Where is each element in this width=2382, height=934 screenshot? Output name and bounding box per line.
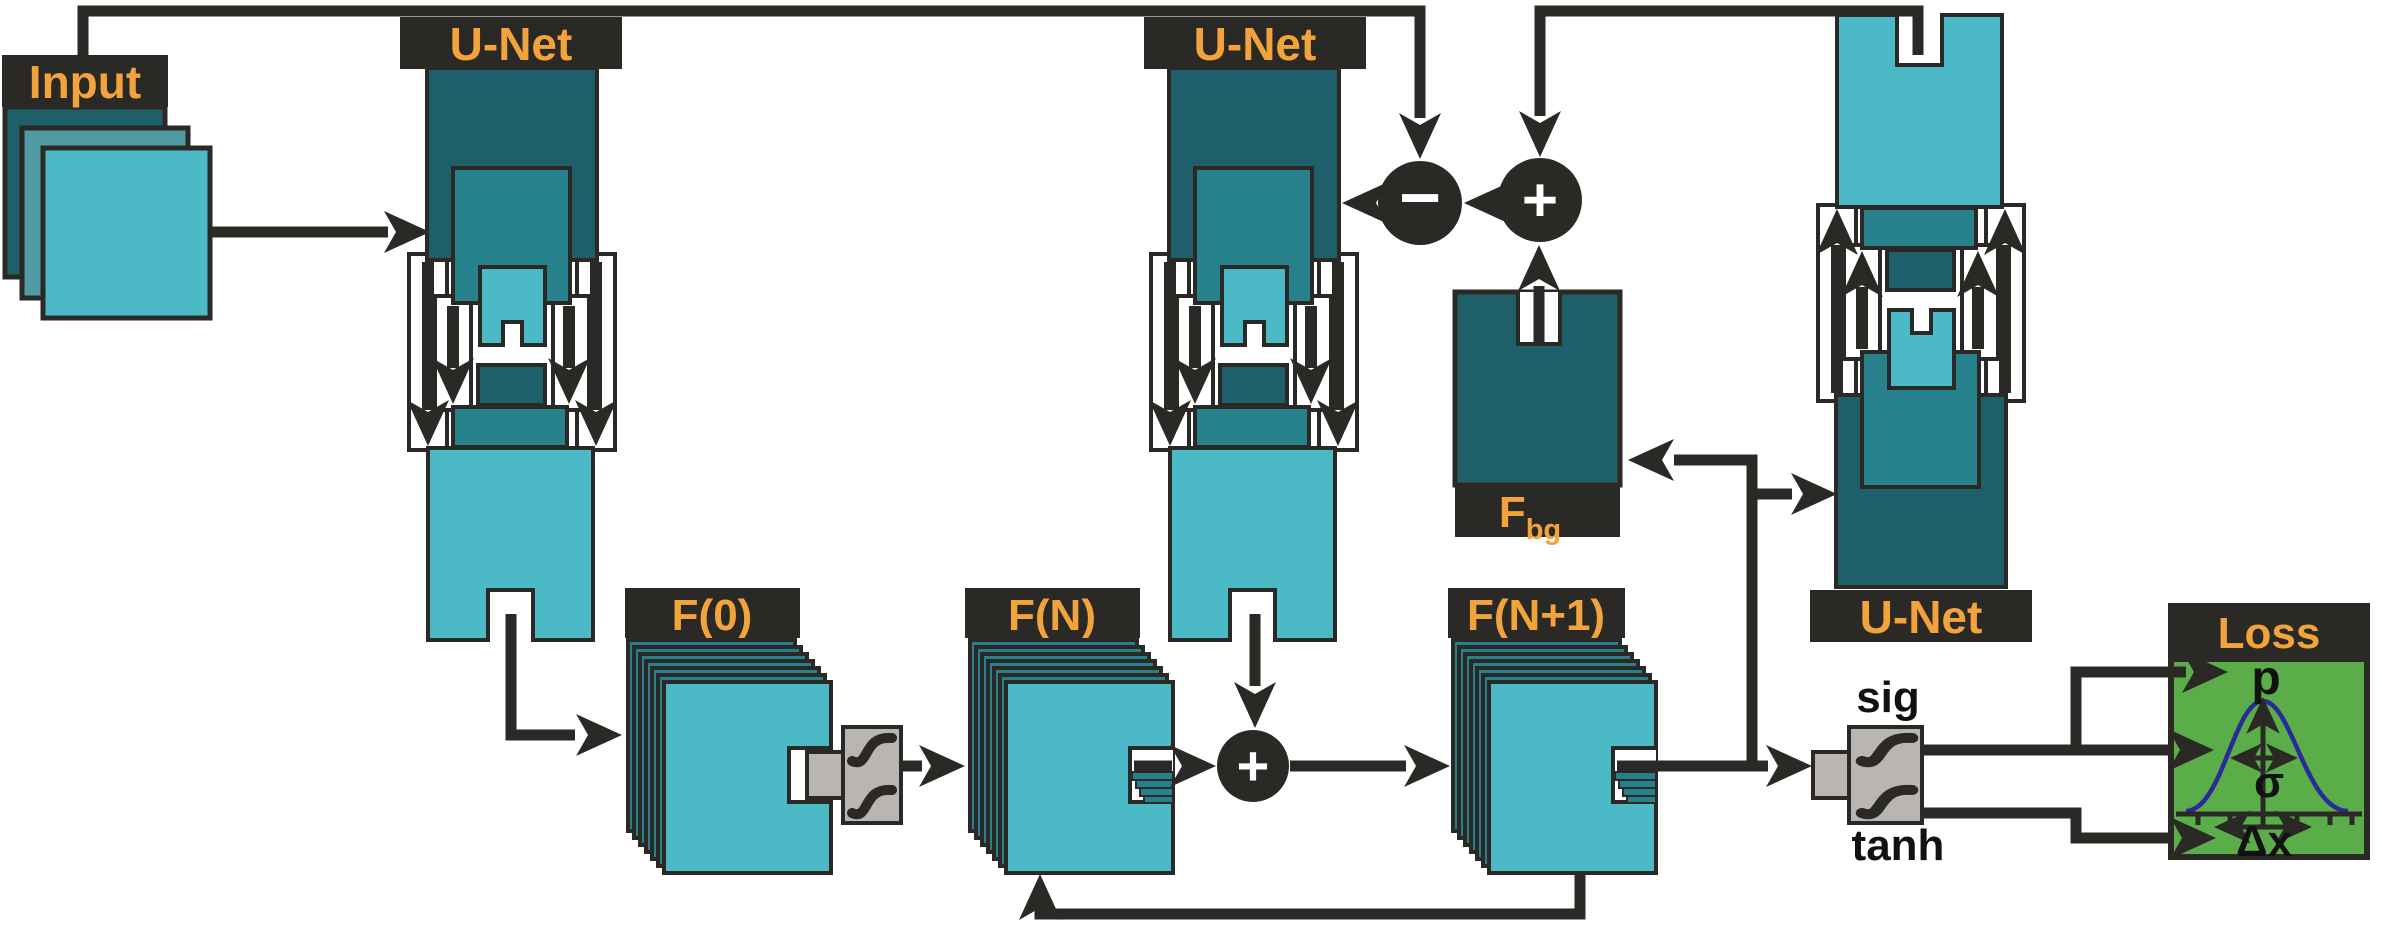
unet-right: U-Net — [1810, 15, 2032, 643]
unet-right-label-box — [1810, 590, 2032, 642]
edge-tanh-dx — [1924, 807, 2174, 844]
unet-middle-label: U-Net — [1194, 18, 1317, 70]
unet-right-label: U-Net — [1860, 591, 1983, 643]
f0-activation-stem — [805, 750, 847, 800]
sigma-label: σ — [2254, 758, 2284, 807]
fn-notch-layer — [1131, 771, 1174, 781]
f0-label-box — [625, 588, 800, 638]
plus-mid-symbol: + — [1237, 734, 1270, 797]
tanh-label: tanh — [1852, 821, 1945, 870]
sig-label: sig — [1856, 673, 1920, 722]
edge-branch-fbg — [1674, 454, 1758, 766]
unet-right-glyph — [1816, 15, 2026, 587]
unet-left-label-box — [400, 17, 622, 69]
plus-top-operator — [1498, 158, 1582, 242]
input-frame-front — [40, 145, 213, 321]
flow-connectors — [77, 5, 2228, 920]
input-node: Input — [2, 55, 213, 321]
unet-middle-label-box — [1144, 17, 1366, 69]
fn1-label: F(N+1) — [1467, 591, 1605, 640]
fn-label-box — [965, 588, 1140, 638]
fn1-label-box — [1448, 588, 1625, 638]
loss-label: Loss — [2218, 609, 2321, 658]
dx-label: Δx — [2236, 817, 2293, 866]
fbg-label-box — [1455, 485, 1620, 537]
unet-left-label: U-Net — [450, 18, 573, 70]
plus-top-symbol: + — [1522, 166, 1558, 235]
edge-unet-f0 — [505, 614, 575, 741]
p-label: p — [2251, 652, 2280, 705]
fn1-notch-layer — [1622, 787, 1657, 797]
edge-recurrence — [1034, 873, 1586, 920]
fbg-label: Fbg — [1499, 488, 1561, 546]
edge-input-minus — [77, 5, 1426, 118]
fn-notch-layer — [1139, 787, 1174, 797]
plus-mid-operator — [1217, 730, 1289, 802]
fn1-node: F(N+1) — [1448, 588, 1658, 875]
f0-label: F(0) — [672, 591, 753, 640]
unet-left: U-Net — [400, 17, 622, 640]
loss-node: Loss p σ Δx — [2168, 603, 2370, 866]
unet-middle-glyph — [1149, 68, 1359, 640]
unet-middle: U-Net — [1144, 17, 1366, 640]
edge-sig-p — [2070, 666, 2186, 750]
input-label: Input — [29, 56, 141, 108]
fn1-notch-layer — [1614, 771, 1657, 781]
fn-label: F(N) — [1008, 591, 1096, 640]
f0-node: F(0) — [625, 588, 903, 875]
input-label-box — [2, 55, 168, 107]
output-activation-node: sig tanh — [1811, 673, 1945, 870]
fn1-notch-layer — [1626, 795, 1657, 804]
fn-node: F(N) — [965, 588, 1175, 875]
fn-notch-layer — [1135, 779, 1174, 789]
unet-left-glyph — [407, 68, 617, 640]
activation-stem — [1811, 750, 1853, 800]
edge-unetright-plus — [1534, 5, 1924, 116]
fn-notch-layer — [1143, 795, 1174, 804]
minus-symbol: − — [1399, 158, 1441, 238]
operators: − + + — [1217, 158, 1582, 802]
fn1-notch-layer — [1618, 779, 1657, 789]
minus-operator — [1378, 161, 1462, 245]
